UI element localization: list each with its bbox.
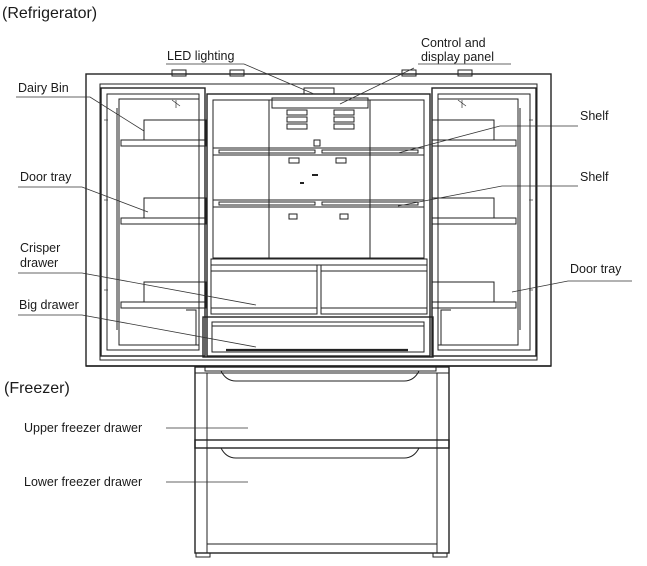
lower-freezer-drawer	[195, 543, 448, 558]
led-lighting-label: LED lighting	[167, 49, 234, 63]
shelf-upper	[212, 147, 425, 184]
refrigerator-section-title: (Refrigerator)	[2, 5, 97, 22]
lower-freezer-drawer-label: Lower freezer drawer	[24, 475, 142, 489]
freezer-section-title: (Freezer)	[4, 380, 70, 397]
shelf-upper-label: Shelf	[580, 109, 609, 123]
crisper-label-line2: drawer	[20, 256, 58, 270]
control-panel-label-line1: Control and	[421, 36, 486, 50]
right-door-tray-lower	[431, 281, 517, 309]
shelf-lower	[212, 199, 425, 220]
crisper-drawers	[210, 258, 428, 315]
left-door-tray-middle	[120, 197, 207, 225]
left-door-dairy-bin	[120, 119, 207, 147]
right-door-tray-middle	[431, 197, 517, 225]
shelf-lower-label: Shelf	[580, 170, 609, 184]
left-door-tray-lower	[120, 281, 207, 309]
control-panel-label-line2: display panel	[421, 50, 494, 64]
dairy-bin-label: Dairy Bin	[18, 81, 69, 95]
refrigerator-body	[85, 69, 552, 367]
big-drawer	[202, 316, 434, 358]
upper-freezer-drawer	[194, 439, 450, 459]
leader-lines	[16, 63, 632, 483]
crisper-label-line1: Crisper	[20, 241, 60, 255]
big-drawer-label: Big drawer	[19, 298, 79, 312]
control-display-panel	[271, 87, 369, 147]
door-tray-left-label: Door tray	[20, 170, 72, 184]
freezer-body	[194, 366, 450, 558]
door-tray-right-label: Door tray	[570, 262, 622, 276]
upper-freezer-drawer-label: Upper freezer drawer	[24, 421, 142, 435]
